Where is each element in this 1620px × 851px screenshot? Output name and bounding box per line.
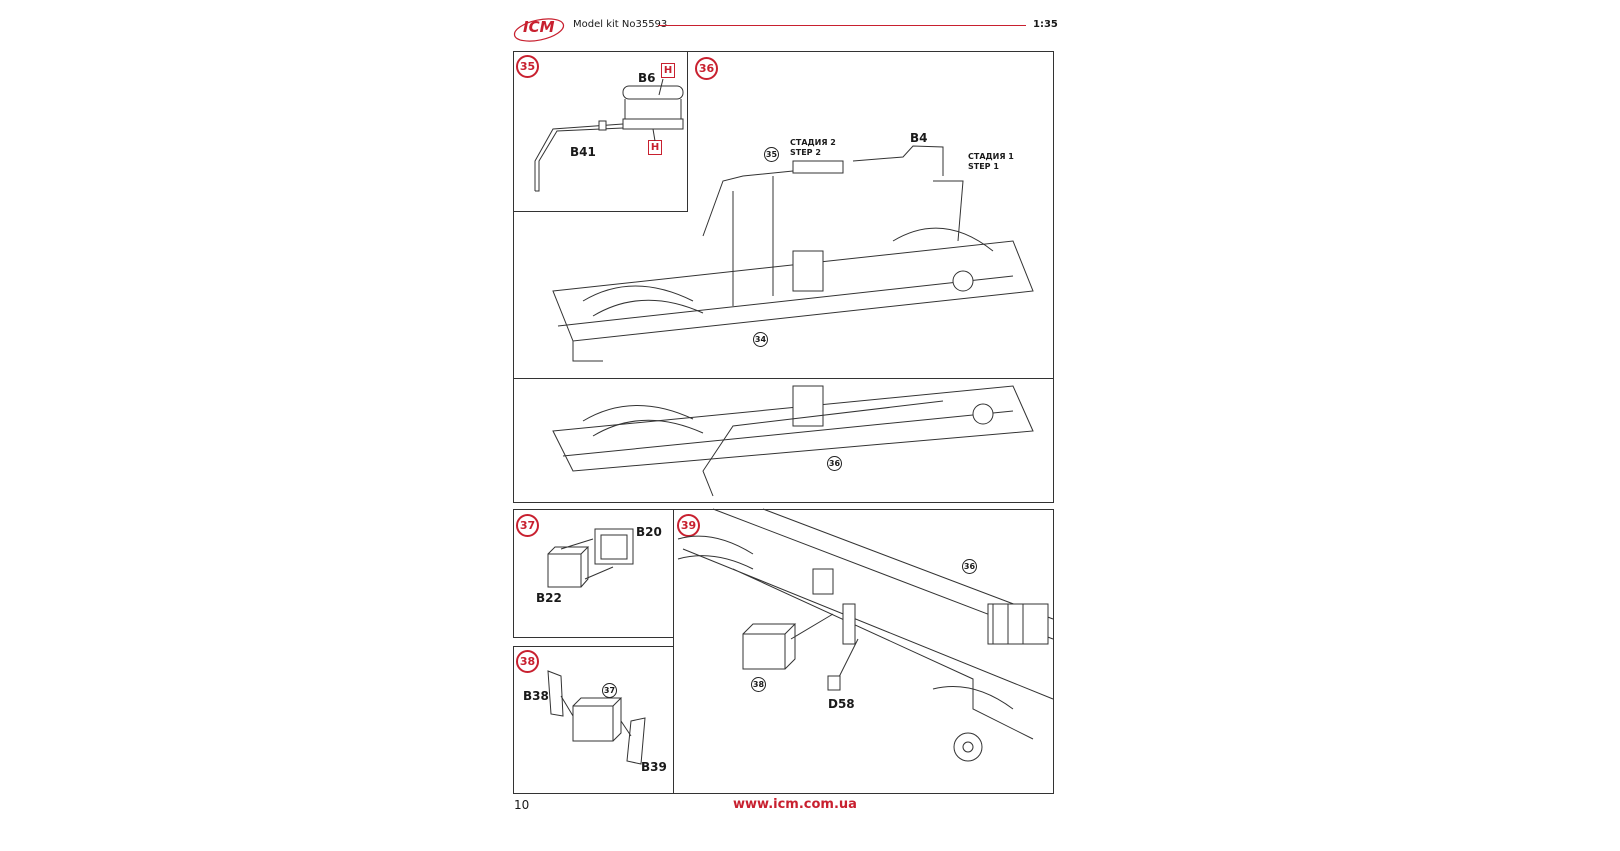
- divider: [513, 378, 1054, 379]
- website-link[interactable]: www.icm.com.ua: [733, 797, 857, 812]
- part-b20: B20: [636, 525, 662, 539]
- step-38-badge: 38: [516, 650, 539, 673]
- stage-2-ru: СТАДИЯ 2: [790, 138, 836, 147]
- step-36-badge: 36: [695, 57, 718, 80]
- part-b6: B6: [638, 71, 656, 85]
- exhaust-pipe-drawing: [534, 78, 684, 192]
- battery-drawing-38: [547, 670, 646, 765]
- page-number: 10: [514, 798, 530, 812]
- stage-1-en: STEP 1: [968, 162, 999, 171]
- scale: 1:35: [1033, 19, 1058, 30]
- stage-2-en: STEP 2: [790, 148, 821, 157]
- part-b41: B41: [570, 145, 596, 159]
- part-b22: B22: [536, 591, 562, 605]
- part-b4: B4: [910, 131, 928, 145]
- header-rule: [658, 25, 1026, 26]
- part-b39: B39: [641, 760, 667, 774]
- stage-1-ru: СТАДИЯ 1: [968, 152, 1014, 161]
- part-b38: B38: [523, 689, 549, 703]
- kit-number: Model kit No35593: [573, 19, 668, 30]
- ref-step-36-b: 36: [962, 559, 977, 574]
- chassis-drawing-step-36: [552, 145, 1034, 497]
- step-37-badge: 37: [516, 514, 539, 537]
- icm-logo: ICM: [513, 15, 565, 45]
- ref-step-36: 36: [827, 456, 842, 471]
- part-h-top: H: [661, 63, 675, 78]
- panel-step-39: [673, 509, 1054, 794]
- step-35-badge: 35: [516, 55, 539, 78]
- ref-step-38: 38: [751, 677, 766, 692]
- panel-step-35: [513, 51, 688, 212]
- chassis-drawing-step-39: [677, 508, 1054, 762]
- ref-step-35: 35: [764, 147, 779, 162]
- ref-step-34: 34: [753, 332, 768, 347]
- part-d58: D58: [828, 697, 855, 711]
- step-39-badge: 39: [677, 514, 700, 537]
- panel-steps-35-36: [513, 51, 1054, 503]
- battery-drawing-37: [547, 528, 634, 588]
